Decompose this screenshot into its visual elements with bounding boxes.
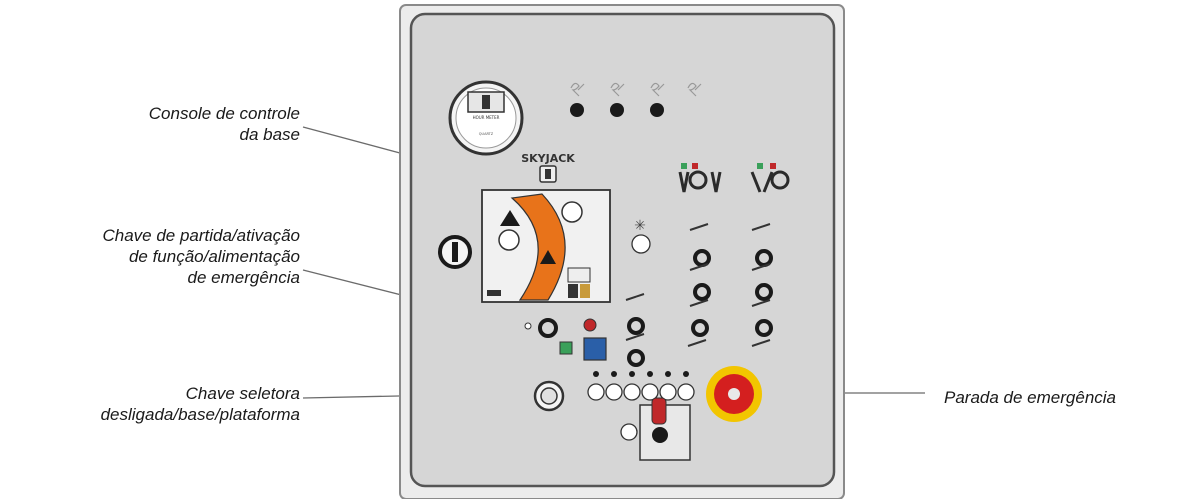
label-selector: Chave seletora desligada/base/plataforma — [100, 384, 300, 424]
symbol-2 — [610, 82, 625, 97]
toggle-switch-icon — [539, 165, 557, 183]
red-toggle-lever[interactable] — [651, 397, 668, 443]
symbol-1 — [570, 82, 585, 97]
key-switch-icon[interactable] — [438, 235, 472, 269]
estop-button-icon[interactable] — [706, 366, 762, 422]
label-console: Console de controle da base — [148, 104, 300, 144]
red-indicator — [583, 318, 597, 332]
indicator-light-1 — [561, 201, 583, 223]
ignition-switch[interactable] — [538, 318, 558, 338]
svg-text:QUARTZ: QUARTZ — [479, 132, 494, 136]
selector-switch[interactable] — [533, 380, 565, 412]
function-icons-top — [678, 163, 790, 193]
symbol-4 — [687, 82, 702, 97]
instruction-icons — [487, 267, 591, 298]
beacon-icon: ✳ — [634, 218, 646, 234]
symbol-3 — [650, 82, 665, 97]
label-estop: Parada de emergência — [944, 388, 1117, 407]
hour-meter-icon: HOUR METER QUARTZ — [448, 80, 524, 156]
knob-2[interactable] — [610, 103, 624, 117]
indicator-light-row — [587, 383, 695, 441]
small-light — [524, 322, 532, 330]
warning-icon — [500, 210, 556, 264]
knob-3[interactable] — [650, 103, 664, 117]
label-key-switch: Chave de partida/ativação de função/alim… — [102, 226, 300, 287]
indicator-light-2 — [498, 229, 520, 251]
brand-logo: SKYJACK — [521, 152, 575, 165]
knob-1[interactable] — [570, 103, 584, 117]
orange-indicator-arc — [510, 193, 566, 301]
indicator-dots — [593, 371, 689, 377]
mode-button[interactable] — [583, 337, 607, 361]
function-switches[interactable] — [625, 223, 773, 367]
svg-text:HOUR METER: HOUR METER — [473, 115, 500, 120]
green-indicator — [559, 341, 573, 355]
indicator-symbols — [570, 82, 702, 97]
beacon-light — [631, 234, 651, 254]
